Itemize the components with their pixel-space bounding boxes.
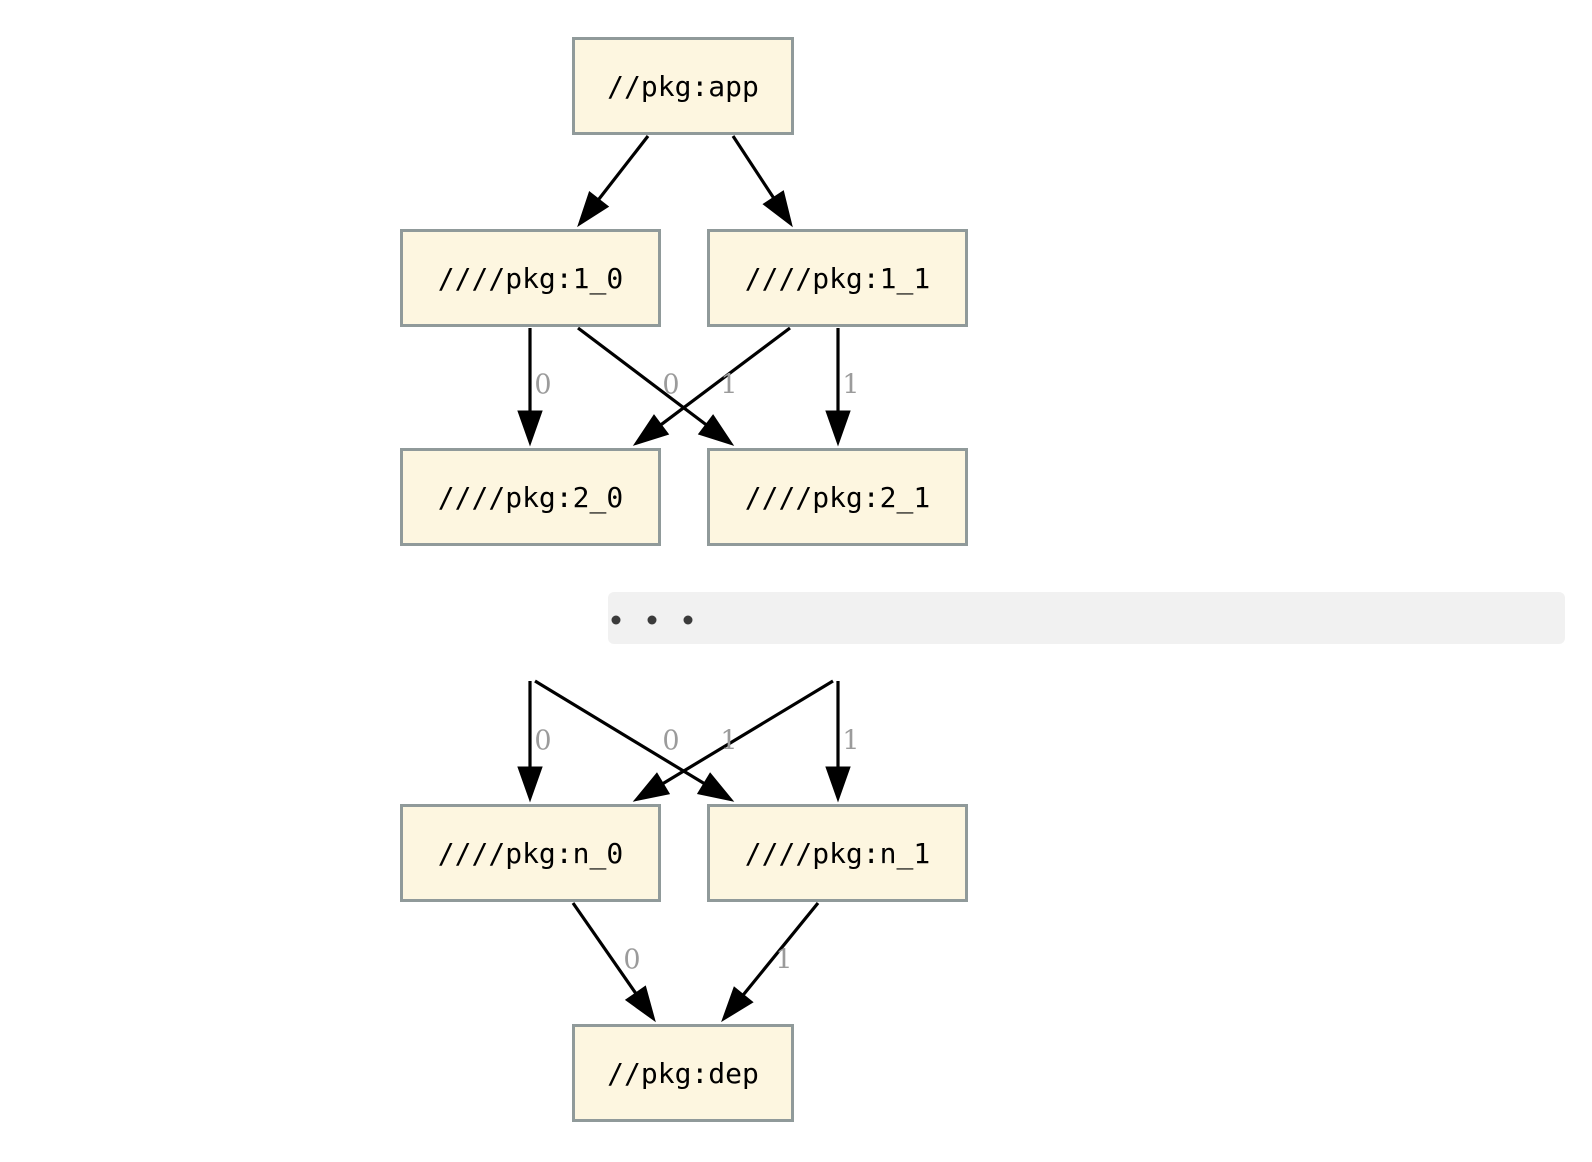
edge-label: 1 [775, 945, 792, 976]
node-label: //pkg:app [607, 70, 759, 103]
node-box[interactable] [400, 448, 661, 546]
node-box[interactable] [572, 1024, 794, 1122]
node-box[interactable] [707, 229, 968, 327]
arrowhead-icon [517, 766, 543, 803]
ellipsis-dot-0 [611, 615, 621, 625]
node-box[interactable] [707, 804, 968, 902]
ellipsis-dot-2 [683, 615, 693, 625]
graph-node-l2_1[interactable]: ////pkg:2_1 [707, 448, 968, 546]
edge-label: 1 [720, 726, 737, 757]
graph-edge: 0 [517, 681, 552, 803]
node-box[interactable] [400, 804, 661, 902]
edge-label: 0 [662, 370, 679, 401]
ellipsis-dot-1 [647, 615, 657, 625]
arrowhead-icon [825, 410, 851, 447]
graph-edge: 1 [721, 901, 820, 1023]
graph-edge: 1 [825, 681, 860, 803]
edge-label: 0 [534, 370, 551, 401]
arrowhead-icon [577, 190, 610, 228]
edge-line [655, 679, 834, 790]
edge-label: 0 [623, 945, 640, 976]
nodes-layer: //pkg:app ////pkg:1_0 ////pkg:1_1 ////pkg:2… [400, 37, 968, 1122]
graph-edge [577, 135, 650, 228]
graph-edge: 0 [577, 326, 735, 446]
node-label: ////pkg:n_1 [745, 837, 930, 871]
edge-line [653, 326, 791, 431]
graph-edge: 0 [571, 902, 656, 1023]
graph-node-l1_1[interactable]: ////pkg:1_1 [707, 229, 968, 327]
edge-line [592, 135, 650, 207]
edge-label: 1 [720, 370, 737, 401]
graph-node-l1_0[interactable]: ////pkg:1_0 [400, 229, 661, 327]
node-box[interactable] [572, 37, 794, 135]
arrowhead-icon [762, 190, 793, 228]
arrowhead-icon [517, 410, 543, 447]
edge-label: 0 [534, 726, 551, 757]
graph-node-dep[interactable]: //pkg:dep [572, 1024, 794, 1122]
node-box[interactable] [707, 448, 968, 546]
arrowhead-icon [825, 766, 851, 803]
node-label: //pkg:dep [607, 1057, 759, 1090]
graph-node-l2_0[interactable]: ////pkg:2_0 [400, 448, 661, 546]
graph-edge: 1 [825, 328, 860, 447]
arrowhead-icon [632, 772, 671, 802]
edge-line [571, 902, 642, 1001]
node-label: ////pkg:2_1 [745, 481, 930, 515]
edges-layer: 0 0 1 1 0 0 1 1 0 1 [517, 135, 860, 1023]
arrowhead-icon [697, 414, 735, 446]
arrowhead-icon [696, 772, 735, 802]
edge-label: 1 [842, 726, 859, 757]
truncation-band [608, 592, 1565, 644]
node-box[interactable] [400, 229, 661, 327]
arrowhead-icon [624, 985, 656, 1023]
truncation-indicator-layer [608, 592, 1565, 644]
edge-label: 0 [662, 726, 679, 757]
arrowhead-icon [721, 986, 754, 1023]
node-label: ////pkg:1_0 [438, 262, 623, 296]
edge-line [577, 326, 714, 431]
graph-edge [731, 135, 793, 228]
edge-label: 1 [842, 370, 859, 401]
graph-node-app[interactable]: //pkg:app [572, 37, 794, 135]
graph-edge: 1 [632, 326, 791, 446]
graph-edge: 0 [517, 328, 552, 447]
edge-line [731, 135, 780, 206]
graph-node-ln_1[interactable]: ////pkg:n_1 [707, 804, 968, 902]
edge-line [736, 901, 820, 1003]
node-label: ////pkg:n_0 [438, 837, 623, 871]
arrowhead-icon [632, 414, 670, 446]
graph-edge: 1 [632, 679, 834, 802]
node-label: ////pkg:1_1 [745, 262, 930, 296]
graph-node-ln_0[interactable]: ////pkg:n_0 [400, 804, 661, 902]
graph-edge: 0 [534, 679, 735, 802]
node-label: ////pkg:2_0 [438, 481, 623, 515]
edge-line [534, 679, 713, 790]
